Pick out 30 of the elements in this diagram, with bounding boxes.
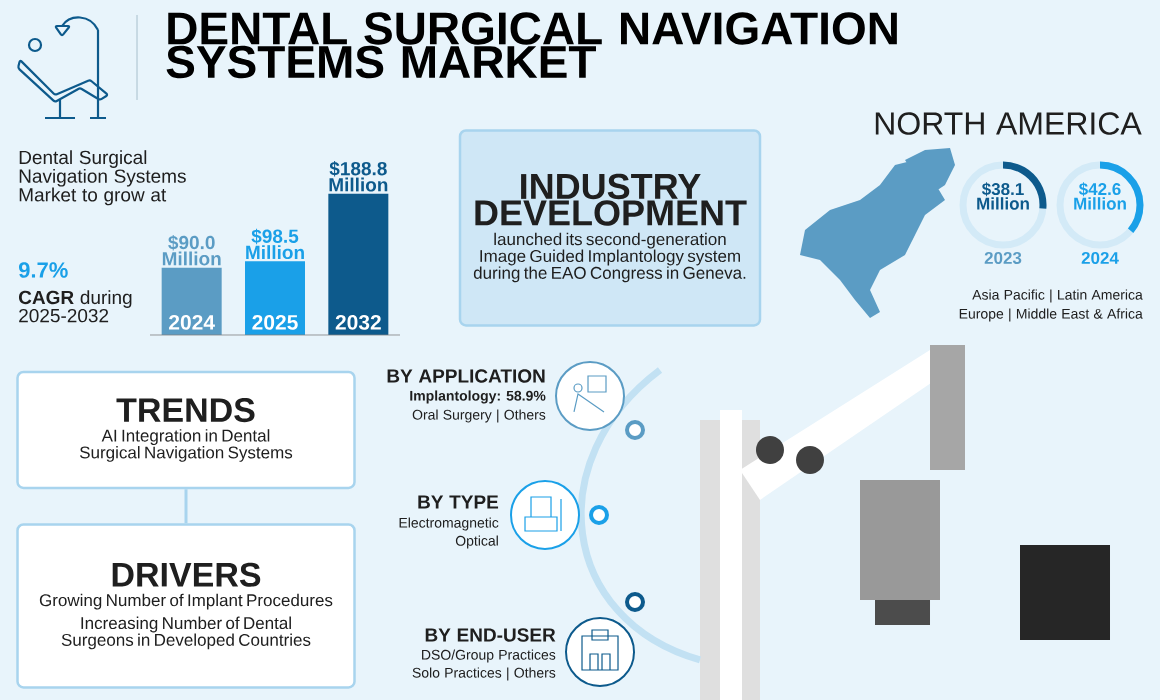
segment-list: DSO/Group Practices: [422, 649, 556, 663]
x-tick-label: 2032: [335, 314, 381, 330]
trend-box: TRENDS AI Integration in Dental Surgical Navigation Systems: [16, 370, 356, 490]
data-label: $98.5 Million: [246, 228, 304, 260]
x-tick-label: 2025: [252, 314, 298, 330]
year-label: 2024: [1081, 251, 1119, 264]
region-heading: NORTH AMERICA: [875, 112, 1142, 135]
x-tick-label: 2024: [169, 314, 215, 330]
segment-heading: BY APPLICATION: [387, 369, 545, 383]
ring-value: $38.1 Million: [977, 182, 1029, 210]
region-list: Asia Pacific | Latin America: [972, 289, 1143, 303]
driver-box: DRIVERS Growing Number of Implant Procedures Increasing Number of Dental Surgeons in Developed Countries: [16, 523, 356, 689]
segment-share: Implantology: 58.9%: [410, 390, 546, 404]
segment-heading: BY END-USER: [425, 628, 556, 642]
segment-heading: BY TYPE: [418, 495, 499, 509]
segment-list: Optical: [455, 535, 498, 549]
data-label: $90.0 Million: [162, 235, 221, 266]
title: DENTAL SURGICAL NAVIGATION SYSTEMS MARKET: [166, 12, 897, 79]
year-label: 2023: [984, 251, 1022, 264]
growth-rate: 9.7%: [19, 262, 68, 278]
growth-text: Dental Surgical Navigation Systems Market to grow at: [19, 150, 186, 206]
news-box: INDUSTRY DEVELOPMENT launched its second-generation Image Guided Implantology system during the EAO Congress in Geneva.: [458, 129, 762, 327]
segment-list: Electromagnetic: [399, 517, 499, 531]
segment-list: Solo Practices | Others: [412, 667, 556, 681]
growth-text: CAGR during 2025-2032: [19, 290, 132, 323]
ring-value: $42.6 Million: [1074, 182, 1126, 210]
connector-line: [184, 489, 188, 524]
segment-list: Oral Surgery | Others: [412, 409, 546, 423]
data-label: $188.8 Million: [329, 161, 388, 192]
region-list: Europe | Middle East & Africa: [959, 308, 1143, 322]
